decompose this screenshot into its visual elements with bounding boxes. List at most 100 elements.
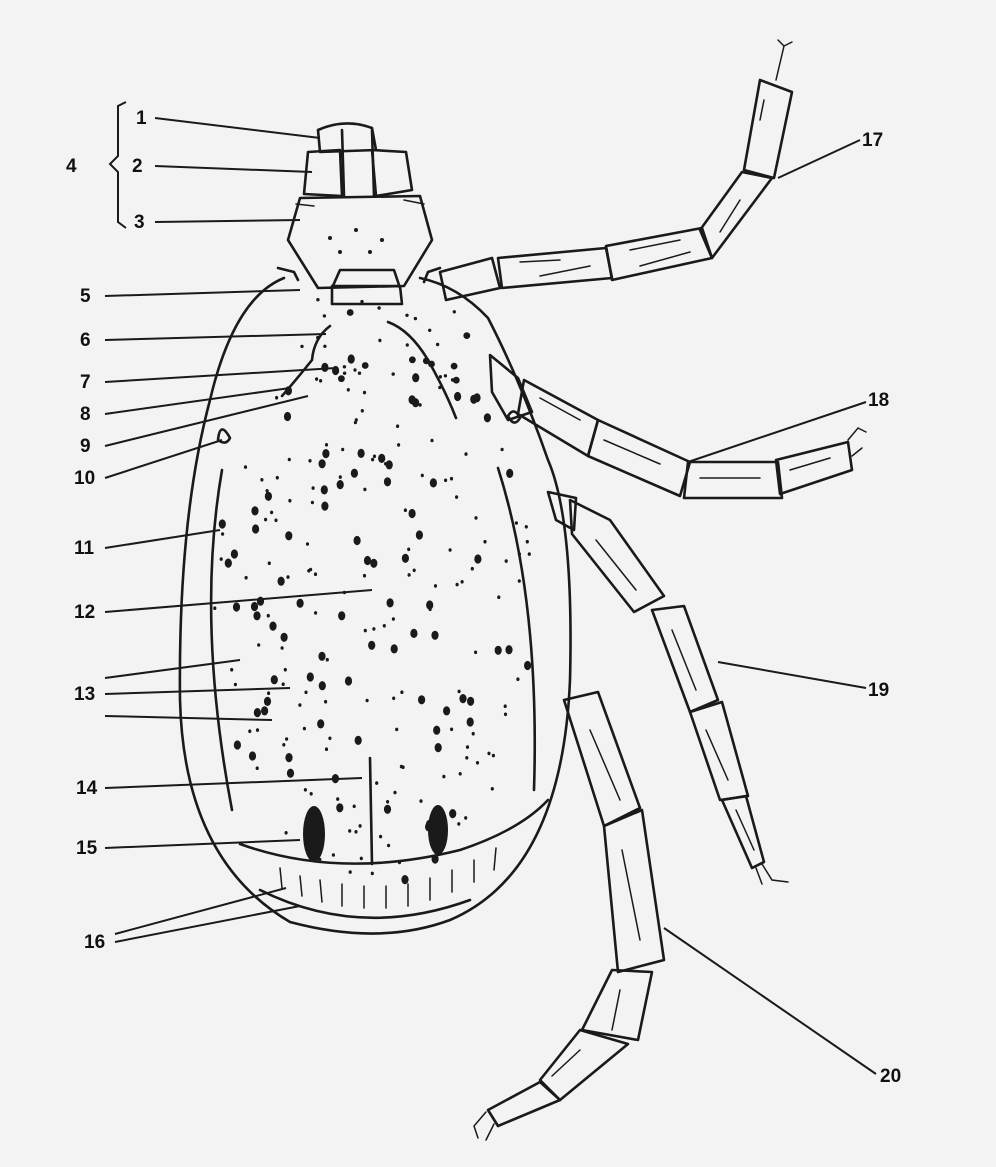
punctation-dot	[386, 800, 389, 804]
punctation-dot	[358, 372, 361, 375]
punctation-dot	[282, 682, 285, 686]
punctation-dot	[288, 499, 291, 503]
punctation-dot	[264, 518, 267, 522]
punctation-dot	[274, 519, 277, 523]
capitulum	[288, 123, 432, 288]
punctation-dot	[387, 844, 390, 848]
punctation-dot	[501, 448, 504, 452]
punctation-dot	[361, 409, 364, 413]
punctation-dot	[476, 761, 479, 765]
punctation-dot	[443, 706, 450, 715]
punctation-dot	[428, 329, 431, 332]
punctation-dot	[457, 822, 460, 826]
punctation-dot	[315, 377, 318, 381]
punctation-dot	[219, 519, 226, 528]
label-1: 1	[136, 108, 147, 129]
punctation-dot	[492, 754, 495, 758]
punctation-dot	[372, 627, 375, 631]
punctation-dot	[244, 465, 247, 469]
punctation-dot	[505, 559, 508, 563]
punctation-dot	[286, 575, 289, 579]
punctation-dot	[360, 300, 363, 303]
punctation-dot	[257, 643, 260, 647]
punctation-dot	[371, 458, 374, 462]
label-11: 11	[74, 538, 95, 559]
punctation-dot	[393, 791, 396, 795]
punctation-dot	[444, 479, 447, 483]
punctation-dot	[524, 661, 531, 670]
punctation-dot	[358, 449, 365, 458]
punctation-dot	[306, 542, 309, 546]
punctation-dot	[433, 726, 440, 735]
punctation-dot	[281, 646, 284, 650]
punctation-dot	[261, 706, 268, 715]
punctation-dot	[434, 584, 437, 588]
punctation-dot	[323, 345, 326, 348]
punctation-dot	[343, 365, 346, 368]
punctation-dot	[409, 395, 416, 404]
punctation-dot	[426, 600, 433, 609]
punctation-dot	[359, 824, 362, 828]
punctation-dot	[254, 708, 261, 717]
punctation-dot	[231, 549, 238, 558]
punctation-dot	[337, 480, 344, 489]
label-2: 2	[132, 156, 143, 177]
label-19: 19	[868, 680, 889, 701]
punctation-dot	[353, 805, 356, 809]
punctation-dot	[504, 713, 507, 717]
punctation-dot	[336, 797, 339, 801]
punctation-dot	[454, 392, 461, 401]
punctation-dot	[249, 751, 256, 760]
punctation-dot	[366, 699, 369, 703]
punctation-dot	[459, 772, 462, 776]
leg-4	[474, 692, 664, 1140]
punctation-dot	[439, 375, 442, 379]
punctation-dot	[371, 872, 374, 876]
punctation-dot	[418, 695, 425, 704]
punctation-dot	[384, 477, 391, 486]
punctation-dot	[360, 857, 363, 861]
punctation-dot	[419, 799, 422, 803]
punctation-dot	[267, 691, 270, 695]
punctation-dot	[234, 740, 241, 749]
punctation-dot	[300, 345, 303, 348]
punctation-dot	[383, 624, 386, 628]
punctation-dot	[284, 412, 291, 421]
punctation-dot	[252, 524, 259, 533]
punctation-dot	[317, 719, 324, 728]
label-6: 6	[80, 330, 91, 351]
punctation-dot	[386, 460, 393, 469]
punctation-dot	[225, 559, 232, 568]
punctation-dot	[362, 362, 369, 369]
punctation-dot	[416, 530, 423, 539]
punctation-dot	[282, 743, 285, 747]
punctation-dot	[465, 756, 468, 760]
punctation-dot	[450, 477, 453, 481]
label-14: 14	[76, 778, 98, 799]
punctation-dot	[281, 633, 288, 642]
punctation-dot	[387, 598, 394, 607]
punctation-dot	[497, 595, 500, 599]
label-3: 3	[134, 212, 145, 233]
punctation-dot	[321, 502, 328, 511]
punctation-dot	[266, 489, 269, 493]
label-9: 9	[80, 436, 91, 457]
punctation-dot	[400, 690, 403, 694]
punctation-dot	[364, 629, 367, 633]
punctation-dot	[324, 700, 327, 704]
punctation-dot	[319, 459, 326, 468]
punctation-dot	[409, 509, 416, 518]
punctation-dot	[368, 641, 375, 650]
punctation-dot	[409, 356, 416, 363]
punctation-dot	[304, 788, 307, 792]
punctation-dot	[278, 577, 285, 586]
punctation-dot	[328, 737, 331, 741]
label-7: 7	[80, 372, 91, 393]
punctation-dot	[304, 691, 307, 695]
label-5: 5	[80, 286, 91, 307]
punctation-dot	[309, 568, 312, 572]
punctation-dot	[463, 332, 470, 339]
punctation-dot	[484, 413, 491, 422]
punctation-dot	[325, 747, 328, 751]
punctation-dot	[430, 439, 433, 443]
